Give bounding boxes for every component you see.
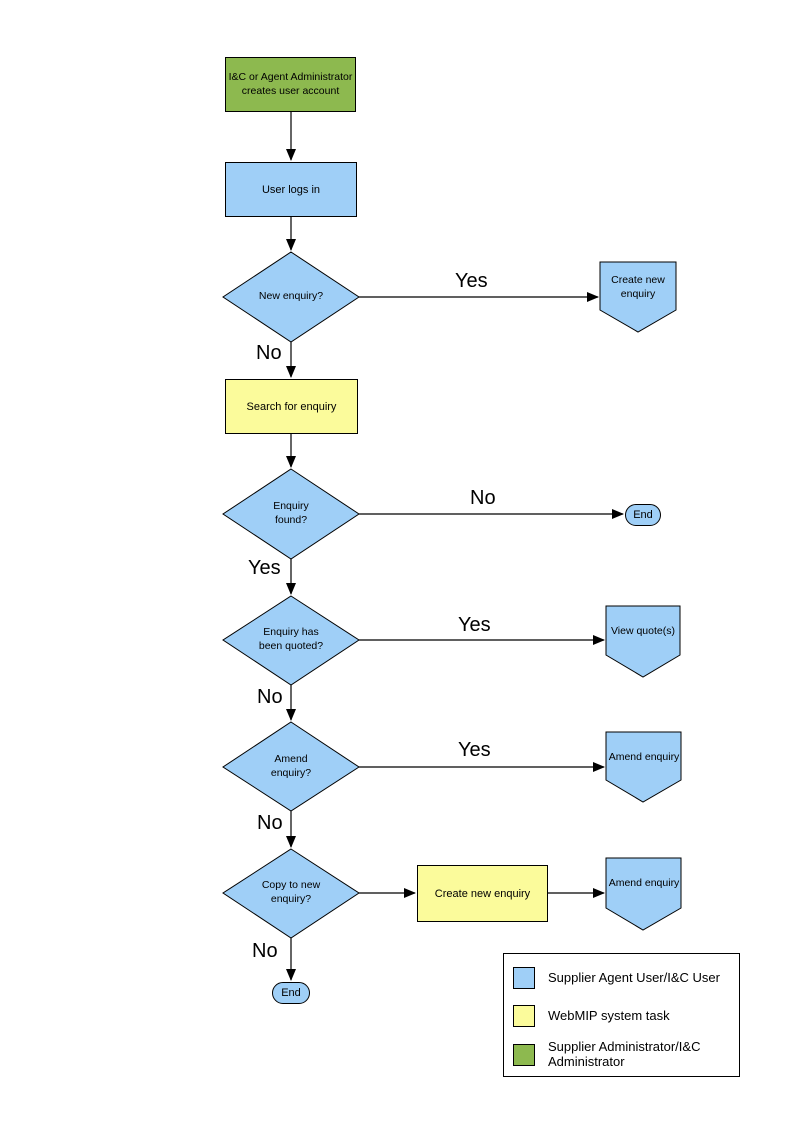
offpage-view-quotes-shape bbox=[605, 605, 681, 678]
legend-label-system: WebMIP system task bbox=[548, 1007, 670, 1023]
decision-amend-enquiry-label: Amend enquiry? bbox=[270, 753, 312, 779]
task-user-logs-in: User logs in bbox=[225, 162, 357, 217]
decision-enquiry-quoted-shape bbox=[222, 595, 360, 686]
legend-item-system: WebMIP system task bbox=[513, 1005, 733, 1027]
legend-item-admin: Supplier Administrator/I&C Administrator bbox=[513, 1039, 733, 1070]
terminator-end-1: End bbox=[625, 504, 661, 526]
decision-amend-enquiry-shape bbox=[222, 721, 360, 812]
decision-enquiry-quoted-label: Enquiry has been quoted? bbox=[258, 626, 324, 652]
legend-label-admin: Supplier Administrator/I&C Administrator bbox=[548, 1039, 701, 1069]
decision-copy-to-new-enquiry-label: Copy to new enquiry? bbox=[261, 879, 321, 905]
edge-label-no-amend: No bbox=[257, 812, 283, 834]
legend-swatch-yellow bbox=[513, 1005, 535, 1027]
edge-label-no-copy: No bbox=[252, 940, 278, 962]
task-user-logs-in-label: User logs in bbox=[261, 183, 321, 196]
decision-copy-to-new-enquiry-shape bbox=[222, 848, 360, 939]
offpage-amend-enquiry-1-shape bbox=[605, 731, 682, 803]
offpage-amend-enquiry-2-label: Amend enquiry bbox=[608, 877, 680, 890]
legend-box: Supplier Agent User/I&C User WebMIP syst… bbox=[503, 953, 740, 1077]
task-admin-creates-account: I&C or Agent Administrator creates user … bbox=[225, 57, 356, 112]
edge-label-yes-enquiry-found: Yes bbox=[248, 557, 281, 579]
decision-new-enquiry-shape bbox=[222, 251, 360, 343]
decision-enquiry-found-shape bbox=[222, 468, 360, 560]
decision-enquiry-found-label: Enquiry found? bbox=[273, 500, 309, 526]
edge-label-no-quoted: No bbox=[257, 686, 283, 708]
task-search-for-enquiry-label: Search for enquiry bbox=[246, 400, 337, 413]
task-admin-creates-account-label: I&C or Agent Administrator creates user … bbox=[228, 70, 353, 97]
offpage-create-new-enquiry-label: Create new enquiry bbox=[611, 274, 665, 300]
task-create-new-enquiry: Create new enquiry bbox=[417, 865, 548, 922]
edge-label-yes-new-enquiry: Yes bbox=[455, 270, 488, 292]
edge-label-yes-quoted: Yes bbox=[458, 614, 491, 636]
terminator-end-2: End bbox=[272, 982, 310, 1004]
legend-label-user: Supplier Agent User/I&C User bbox=[548, 969, 720, 985]
edge-label-no-enquiry-found: No bbox=[470, 487, 496, 509]
edge-label-no-new-enquiry: No bbox=[256, 342, 282, 364]
terminator-end-1-label: End bbox=[633, 509, 653, 521]
offpage-create-new-enquiry-shape bbox=[599, 261, 677, 333]
offpage-amend-enquiry-1-label: Amend enquiry bbox=[608, 751, 680, 764]
legend-item-user: Supplier Agent User/I&C User bbox=[513, 967, 733, 989]
legend-swatch-green bbox=[513, 1043, 535, 1066]
decision-new-enquiry-label: New enquiry? bbox=[258, 290, 324, 303]
terminator-end-2-label: End bbox=[281, 987, 301, 999]
offpage-amend-enquiry-2-shape bbox=[605, 857, 682, 931]
task-create-new-enquiry-label: Create new enquiry bbox=[434, 887, 531, 900]
task-search-for-enquiry: Search for enquiry bbox=[225, 379, 358, 434]
offpage-view-quotes-label: View quote(s) bbox=[610, 625, 675, 638]
legend-swatch-blue bbox=[513, 967, 535, 989]
edge-label-yes-amend: Yes bbox=[458, 739, 491, 761]
